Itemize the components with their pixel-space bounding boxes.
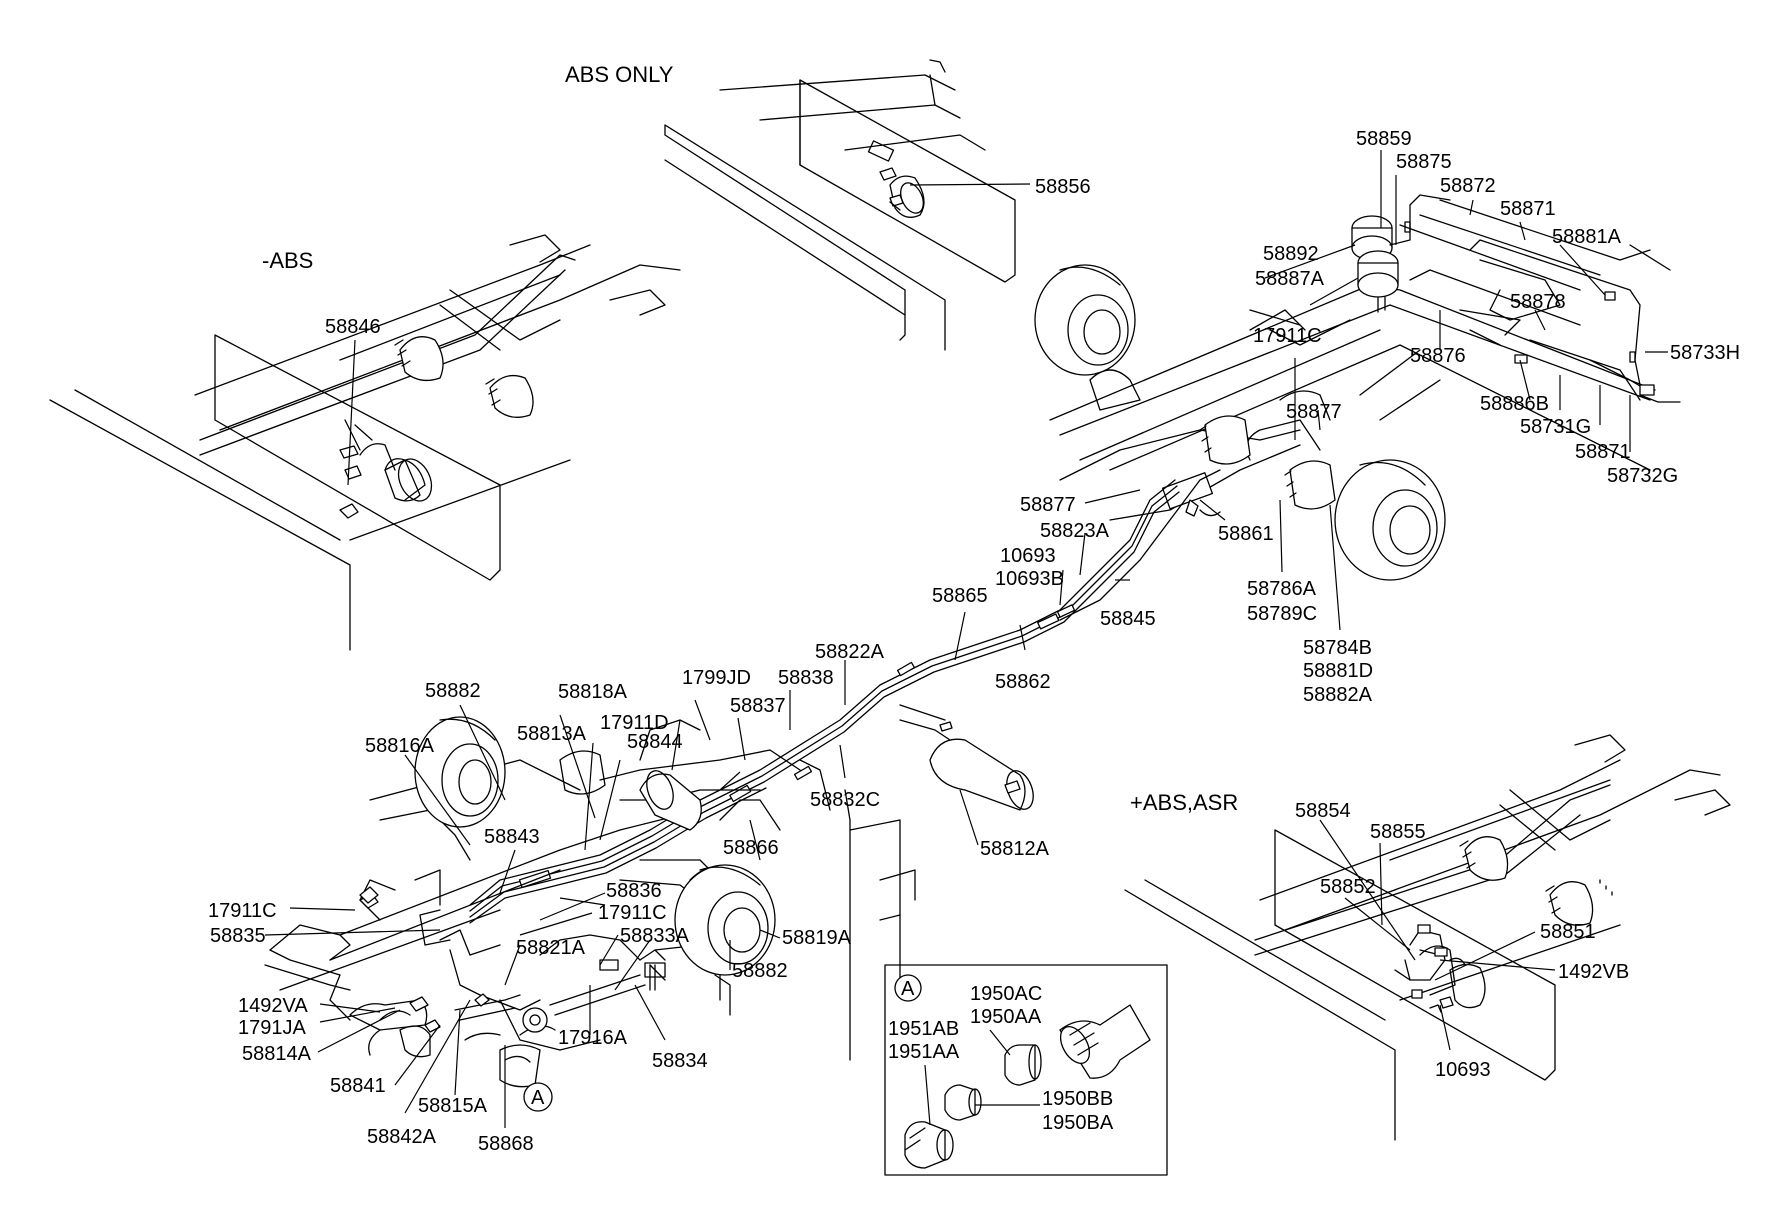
- callout-label: 58892: [1263, 243, 1319, 265]
- callout-label: 17911C: [208, 900, 277, 922]
- callout-label: 58812A: [980, 838, 1050, 860]
- callout-label: 58842A: [367, 1126, 437, 1148]
- callout-label: 58822A: [815, 641, 885, 663]
- detail-a-box: [884, 964, 1168, 1176]
- callout-labels: ABS ONLY -ABS +ABS,ASR 58856 58846 58859…: [208, 62, 1740, 1155]
- callout-label: 17911C: [1253, 325, 1322, 347]
- abs-asr-frame-view: [1124, 734, 1731, 1141]
- callout-label: 58814A: [242, 1043, 312, 1065]
- callout-label: 58845: [1100, 608, 1156, 630]
- callout-label: 58861: [1218, 523, 1274, 545]
- callout-label: 58834: [652, 1050, 708, 1072]
- callout-label: 58852: [1320, 876, 1376, 898]
- callout-label: 10693: [1435, 1059, 1491, 1081]
- callout-label: 58838: [778, 667, 834, 689]
- callout-label: 10693: [1000, 545, 1056, 567]
- callout-label: 58731G: [1520, 416, 1591, 438]
- callout-label: 58815A: [418, 1095, 488, 1117]
- callout-label: 58865: [932, 585, 988, 607]
- callout-label: 58868: [478, 1133, 534, 1155]
- detail-a-marker-main-label: A: [531, 1087, 545, 1109]
- callout-label: 58859: [1356, 128, 1412, 150]
- callout-label: 1951AB: [888, 1018, 959, 1040]
- detail-a-marker-box: [894, 974, 922, 1002]
- line-drawing: [49, 59, 1731, 1176]
- callout-label: 58882A: [1303, 684, 1373, 706]
- callout-label: 58732G: [1607, 465, 1678, 487]
- callout-label: 58833A: [620, 925, 690, 947]
- callout-label: 58872: [1440, 175, 1496, 197]
- callout-label: 58818A: [558, 681, 628, 703]
- callout-label: 1791JA: [238, 1017, 306, 1039]
- callout-label: 58816A: [365, 735, 435, 757]
- callout-label: 58844: [627, 731, 683, 753]
- no-abs-frame-view: [49, 234, 681, 651]
- detail-markers: A A: [523, 974, 922, 1112]
- callout-label: 1492VA: [238, 995, 308, 1017]
- detail-a-marker-main: [523, 1082, 553, 1112]
- callout-label: 58876: [1410, 345, 1466, 367]
- callout-label: 17911C: [598, 902, 667, 924]
- callout-label: 1950AA: [970, 1006, 1042, 1028]
- callout-label: 58881A: [1552, 226, 1622, 248]
- detail-a-marker-box-label: A: [901, 978, 915, 1000]
- callout-label: 58786A: [1247, 578, 1317, 600]
- callout-label: 58823A: [1040, 520, 1110, 542]
- callout-label: 58832C: [810, 789, 880, 811]
- view-title-no-abs: -ABS: [262, 248, 313, 273]
- callout-label: 58877: [1020, 494, 1076, 516]
- view-title-abs-asr: +ABS,ASR: [1130, 790, 1238, 815]
- callout-label: 17916A: [558, 1027, 628, 1049]
- callout-label: 58881D: [1303, 660, 1373, 682]
- callout-label: 58784B: [1303, 637, 1372, 659]
- callout-label: 58856: [1035, 176, 1091, 198]
- rear-axle-assembly: [1034, 194, 1681, 581]
- callout-label: 58871: [1500, 198, 1556, 220]
- callout-label: 58877: [1286, 401, 1342, 423]
- main-brake-lines: [469, 469, 1221, 924]
- callout-label: 58878: [1510, 291, 1566, 313]
- callout-label: 1950BA: [1042, 1112, 1114, 1134]
- callout-label: 1492VB: [1558, 961, 1629, 983]
- callout-label: 58841: [330, 1075, 386, 1097]
- callout-label: 58789C: [1247, 603, 1317, 625]
- callout-label: 58887A: [1255, 268, 1325, 290]
- callout-label: 58837: [730, 695, 786, 717]
- callout-label: 58871: [1575, 441, 1631, 463]
- callout-label: 58854: [1295, 800, 1351, 822]
- callout-label: 58843: [484, 826, 540, 848]
- callout-label: 10693B: [995, 568, 1064, 590]
- leader-lines: [264, 150, 1668, 1128]
- callout-label: 58821A: [516, 937, 586, 959]
- callout-label: 58875: [1396, 151, 1452, 173]
- front-frame-assembly: [264, 704, 1034, 1088]
- callout-label: 1950AC: [970, 983, 1042, 1005]
- callout-label: 1951AA: [888, 1041, 960, 1063]
- callout-label: 58813A: [517, 723, 587, 745]
- callout-label: 58836: [606, 880, 662, 902]
- callout-label: 58855: [1370, 821, 1426, 843]
- callout-label: 58733H: [1670, 342, 1740, 364]
- callout-label: 58835: [210, 925, 266, 947]
- callout-label: 17911D: [600, 712, 669, 734]
- callout-label: 58866: [723, 837, 779, 859]
- callout-label: 1799JD: [682, 667, 751, 689]
- callout-label: 58886B: [1480, 393, 1549, 415]
- callout-label: 58882: [425, 680, 481, 702]
- view-title-abs-only: ABS ONLY: [565, 62, 674, 87]
- callout-label: 58882: [732, 960, 788, 982]
- abs-only-frame-view: [664, 59, 1016, 351]
- callout-label: 58819A: [782, 927, 852, 949]
- callout-label: 58846: [325, 316, 381, 338]
- callout-label: 58851: [1540, 921, 1596, 943]
- callout-label: 58862: [995, 671, 1051, 693]
- callout-label: 1950BB: [1042, 1088, 1113, 1110]
